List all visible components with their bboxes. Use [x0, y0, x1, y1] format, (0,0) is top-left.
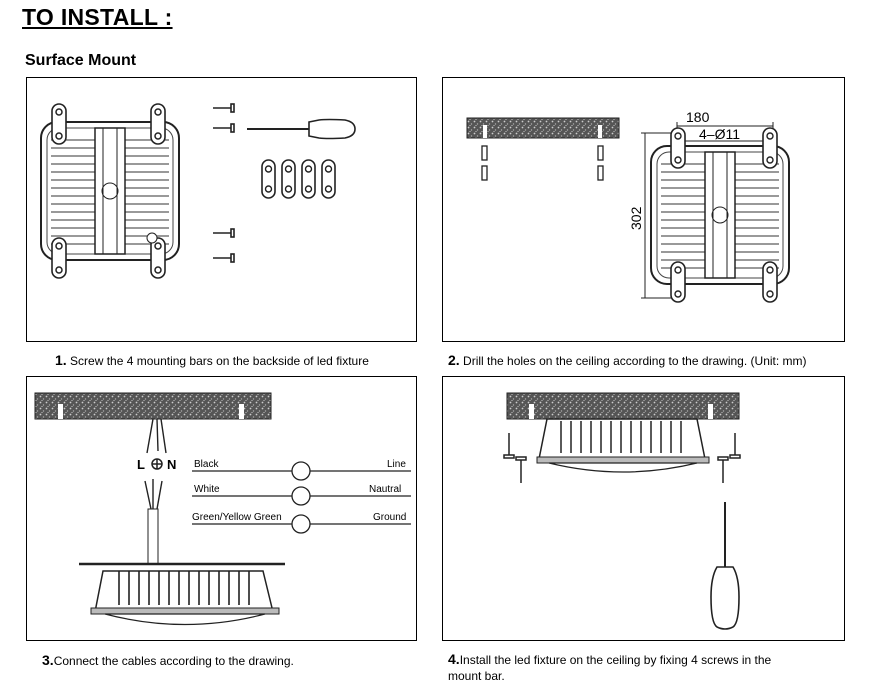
step1-number: 1. [55, 352, 67, 368]
wire-ground-label: Ground [373, 512, 406, 523]
width-dimension: 180 [686, 109, 710, 125]
step2-text: Drill the holes on the ceiling according… [463, 354, 807, 368]
section-subtitle: Surface Mount [25, 52, 137, 69]
step2-number: 2. [448, 352, 460, 368]
step3-text: Connect the cables according to the draw… [53, 654, 294, 668]
terminal-neutral-label: N [167, 457, 176, 472]
step1-diagram [40, 103, 356, 279]
step3-number: 3. [42, 652, 54, 668]
wire-black-label: Black [194, 459, 219, 470]
step3-diagram: L N Black Line White Nautral Green/Yello… [34, 392, 411, 626]
wire-white-label: White [194, 484, 220, 495]
step2-caption: 2. Drill the holes on the ceiling accord… [448, 352, 807, 369]
step4-diagram-panel [442, 376, 845, 641]
step2-diagram: 180 4–Ø11 302 [466, 109, 790, 303]
wire-ground-color-label: Green/Yellow Green [192, 512, 282, 523]
step4-text: Install the led fixture on the ceiling b… [448, 653, 772, 683]
step1-diagram-panel [26, 77, 417, 342]
step4-caption: 4.Install the led fixture on the ceiling… [448, 651, 798, 684]
wire-line-label: Line [387, 459, 406, 470]
step2-diagram-panel: 180 4–Ø11 302 [442, 77, 845, 342]
step3-diagram-panel: L N Black Line White Nautral Green/Yello… [26, 376, 417, 641]
height-dimension: 302 [628, 206, 644, 230]
step1-caption: 1. Screw the 4 mounting bars on the back… [55, 352, 369, 369]
step4-diagram [503, 392, 741, 630]
step4-number: 4. [448, 651, 460, 667]
wire-neutral-label: Nautral [369, 484, 401, 495]
terminal-line-label: L [137, 457, 145, 472]
page-title: TO INSTALL : [22, 4, 173, 30]
hole-spec: 4–Ø11 [699, 126, 740, 142]
step3-caption: 3.Connect the cables according to the dr… [42, 652, 294, 669]
step1-text: Screw the 4 mounting bars on the backsid… [70, 354, 369, 368]
